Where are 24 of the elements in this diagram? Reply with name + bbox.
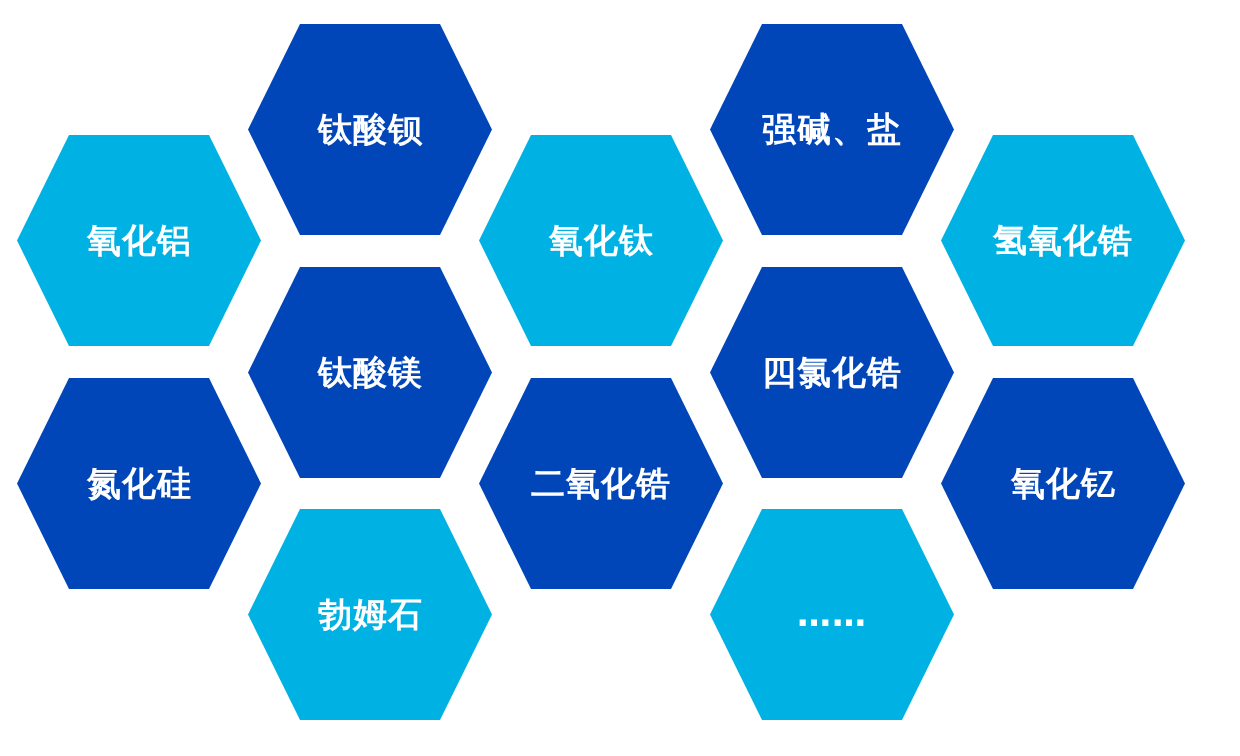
hexagon-tile [941, 378, 1185, 589]
material-label: 氮化硅 [86, 463, 192, 504]
material-label: 氧化钛 [548, 220, 654, 261]
material-label: 钛酸镁 [317, 352, 423, 393]
material-label: 强碱、盐 [762, 109, 902, 150]
material-label: 勃姆石 [317, 594, 423, 635]
hexagon-tile [479, 378, 723, 589]
hexagon-tile [248, 267, 492, 478]
material-label: …… [797, 594, 867, 635]
hexagon-tile [710, 267, 954, 478]
hexagon-tile [17, 135, 261, 346]
material-label: 二氧化锆 [531, 463, 671, 504]
material-label: 氢氧化锆 [993, 220, 1133, 261]
hexagon-tile [479, 135, 723, 346]
hexagon-tile [248, 24, 492, 235]
material-label: 氧化铝 [86, 220, 192, 261]
hexagon-tile [17, 378, 261, 589]
hexagon-tile [941, 135, 1185, 346]
material-label: 氧化钇 [1010, 463, 1116, 504]
hexagon-tile [248, 509, 492, 720]
hexagon-tile [710, 509, 954, 720]
material-label: 四氯化锆 [762, 352, 902, 393]
hexagon-tile [710, 24, 954, 235]
material-label: 钛酸钡 [317, 109, 423, 150]
